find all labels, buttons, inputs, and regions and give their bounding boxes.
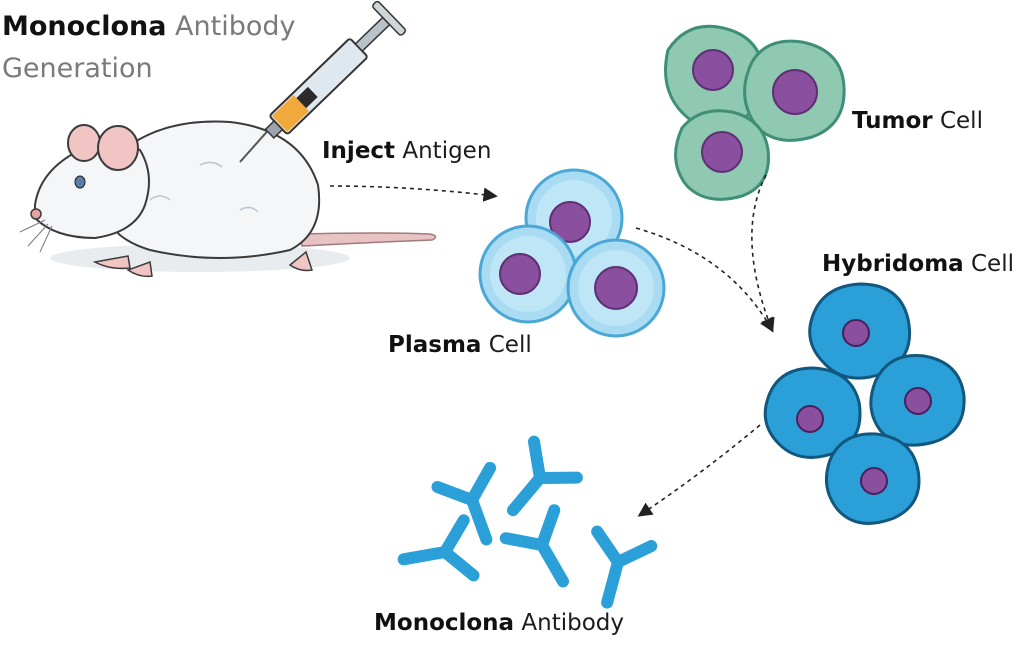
antibody-icon <box>397 514 480 582</box>
tumor-cell <box>664 24 767 129</box>
plasma-cell <box>478 224 578 324</box>
label-antibody-rest: Antibody <box>521 610 624 636</box>
label-hybridoma-bold: Hybridoma <box>822 251 964 277</box>
title-bold: Monoclona <box>2 11 167 42</box>
tumor-cell <box>674 109 770 201</box>
antibody-group <box>397 435 658 609</box>
plasma-cell-cluster <box>478 168 666 338</box>
tumor-cell <box>743 39 846 142</box>
label-tumor-cell: Tumor Cell <box>852 110 983 133</box>
hybridoma-cell <box>824 432 921 525</box>
syringe-illustration <box>239 0 407 163</box>
label-hybridoma-cell: Hybridoma Cell <box>822 253 1014 276</box>
plasma-cell <box>566 238 666 338</box>
label-inject-bold: Inject <box>322 138 396 164</box>
title-rest: Antibody <box>175 11 296 42</box>
title-line2: Generation <box>2 53 153 84</box>
antibody-icon <box>499 504 569 588</box>
antibody-icon <box>431 461 497 546</box>
hybridoma-cell-cluster <box>763 282 966 525</box>
label-inject-antigen: Inject Antigen <box>322 140 491 163</box>
arrow-tumor-to-hybridoma <box>751 174 775 333</box>
flow-arrows <box>329 174 775 517</box>
label-hybridoma-rest: Cell <box>971 251 1014 277</box>
label-antibody-bold: Monoclona <box>374 610 515 636</box>
arrow-hybridoma-to-antibody <box>637 424 761 517</box>
label-tumor-rest: Cell <box>939 108 983 134</box>
hybridoma-cell <box>763 366 862 459</box>
label-tumor-bold: Tumor <box>852 108 933 134</box>
antibody-icon <box>591 525 658 609</box>
hybridoma-cell <box>869 354 966 447</box>
hybridoma-cell <box>808 282 912 380</box>
arrow-mouse-to-plasma <box>329 185 498 202</box>
mouse-illustration <box>19 120 437 278</box>
antibody-icon <box>507 435 583 517</box>
diagram-title: Monoclona Antibody Generation <box>2 6 296 90</box>
label-monoclonal-antibody: Monoclona Antibody <box>374 612 624 635</box>
arrow-plasma-to-hybridoma <box>635 227 774 333</box>
label-plasma-cell: Plasma Cell <box>388 334 532 357</box>
tumor-cell-cluster <box>664 24 846 201</box>
label-plasma-bold: Plasma <box>388 332 482 358</box>
label-plasma-rest: Cell <box>488 332 532 358</box>
label-inject-rest: Antigen <box>402 138 492 164</box>
